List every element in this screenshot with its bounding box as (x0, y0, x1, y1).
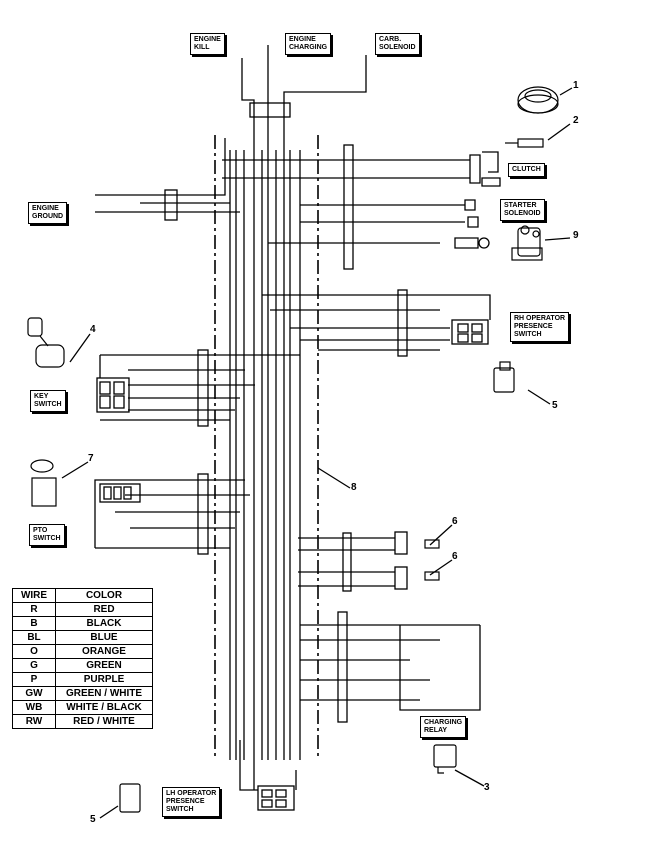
callout-7: 7 (88, 453, 94, 464)
clutch-label: CLUTCH (508, 163, 545, 177)
callout-9: 9 (573, 230, 579, 241)
legend-color: GREEN (55, 658, 153, 673)
legend-row: G GREEN (12, 658, 153, 673)
legend-color: RED / WHITE (55, 714, 153, 729)
carb-solenoid-label: CARB. SOLENOID (375, 33, 420, 55)
callout-4: 4 (90, 324, 96, 335)
legend-wire: BL (12, 630, 56, 645)
pto-switch-label: PTO SWITCH (29, 524, 65, 546)
legend-wire: GW (12, 686, 56, 701)
legend-color: GREEN / WHITE (55, 686, 153, 701)
lh-operator-switch-label: LH OPERATOR PRESENCE SWITCH (162, 787, 221, 817)
legend-wire: WB (12, 700, 56, 715)
key-switch-label: KEY SWITCH (30, 390, 66, 412)
legend-wire: G (12, 658, 56, 673)
legend-row: R RED (12, 602, 153, 617)
legend-row: B BLACK (12, 616, 153, 631)
callout-6-top: 6 (452, 516, 458, 527)
engine-kill-label: ENGINE KILL (190, 33, 225, 55)
legend-row: WB WHITE / BLACK (12, 700, 153, 715)
engine-ground-label: ENGINE GROUND (28, 202, 68, 224)
legend-color: ORANGE (55, 644, 153, 659)
legend-header-color: COLOR (55, 588, 153, 603)
legend-color: PURPLE (55, 672, 153, 687)
callout-3: 3 (484, 782, 490, 793)
legend-row: BL BLUE (12, 630, 153, 645)
callout-6-bottom: 6 (452, 551, 458, 562)
legend-wire: P (12, 672, 56, 687)
legend-color: BLACK (55, 616, 153, 631)
callout-5-lh: 5 (90, 814, 96, 825)
legend-color: BLUE (55, 630, 153, 645)
starter-solenoid-label: STARTER SOLENOID (500, 199, 545, 221)
callout-2: 2 (573, 115, 579, 126)
wire-color-legend: WIRE COLOR R RED B BLACK BL BLUE O ORANG… (12, 588, 153, 729)
callout-5-rh: 5 (552, 400, 558, 411)
legend-row: GW GREEN / WHITE (12, 686, 153, 701)
engine-charging-label: ENGINE CHARGING (285, 33, 332, 55)
legend-row: O ORANGE (12, 644, 153, 659)
legend-wire: B (12, 616, 56, 631)
callout-8: 8 (351, 482, 357, 493)
legend-color: WHITE / BLACK (55, 700, 153, 715)
legend-wire: O (12, 644, 56, 659)
rh-operator-switch-label: RH OPERATOR PRESENCE SWITCH (510, 312, 570, 342)
legend-color: RED (55, 602, 153, 617)
legend-wire: RW (12, 714, 56, 729)
legend-header-wire: WIRE (12, 588, 56, 603)
legend-row: RW RED / WHITE (12, 714, 153, 729)
callout-1: 1 (573, 80, 579, 91)
legend-wire: R (12, 602, 56, 617)
charging-relay-label: CHARGING RELAY (420, 716, 467, 738)
legend-row: P PURPLE (12, 672, 153, 687)
